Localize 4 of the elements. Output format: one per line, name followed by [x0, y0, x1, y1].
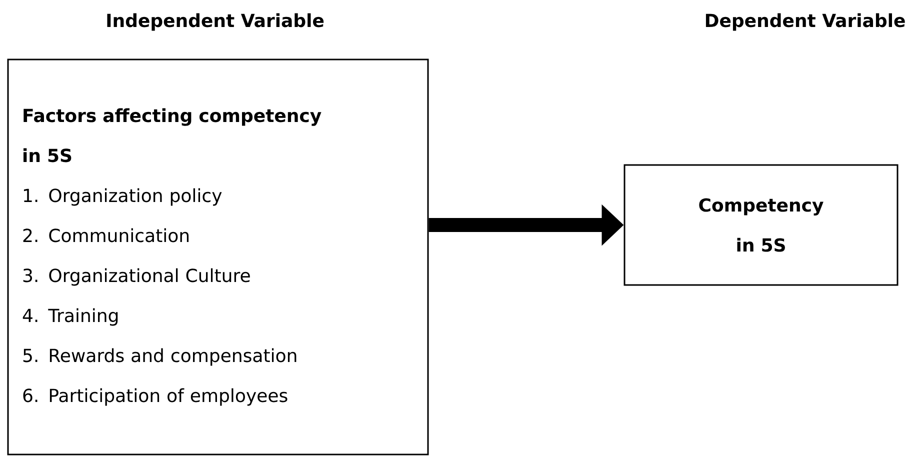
outcome-box: Competency in 5S: [624, 164, 898, 286]
column-heading: Independent Variable: [107, 13, 324, 31]
column-heading: Dependent Variable: [706, 13, 905, 31]
factor-list-box: Factors affecting competency in 5S 1. Organization policy 2. Communication 3. Organizational Culture 4. Training 5. Rewards and compensation 6. Participation of employees: [7, 58, 429, 456]
